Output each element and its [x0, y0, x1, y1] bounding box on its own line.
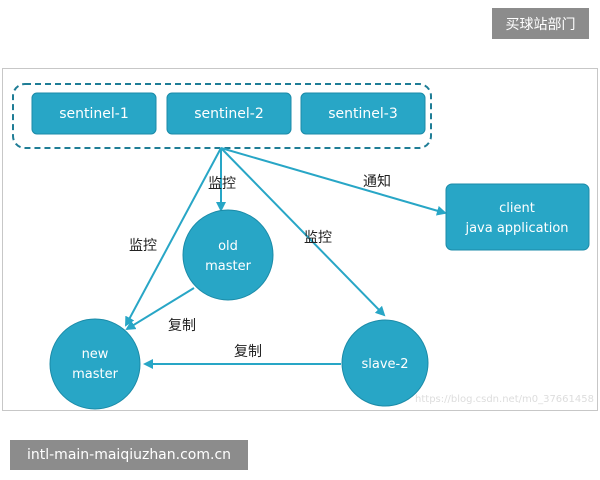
client-label-line2: java application [464, 221, 568, 236]
slave-2-node [341, 319, 429, 407]
watermark-text: https://blog.csdn.net/m0_37661458 [415, 394, 594, 405]
label-notify: 通知 [363, 173, 391, 190]
sentinel-3-box [300, 92, 426, 135]
arrow-notify-client [220, 147, 447, 216]
label-monitor-center: 监控 [208, 176, 236, 192]
new-master-node [49, 318, 141, 410]
arrow-monitor-new-master [125, 147, 222, 327]
sentinel-1-label: sentinel-1 [59, 106, 129, 122]
arrow-monitor-slave [220, 147, 386, 317]
label-monitor-left: 监控 [129, 238, 157, 254]
label-monitor-right: 监控 [304, 230, 332, 246]
sentinel-1-box [31, 92, 157, 135]
sentinel-2-box [166, 92, 292, 135]
sentinel-2-label: sentinel-2 [194, 106, 264, 122]
new-master-label-line1: new [82, 347, 109, 362]
bottom-url-badge[interactable]: intl-main-maiqiuzhan.com.cn [10, 440, 248, 470]
arrow-replicate-old-to-new [125, 287, 195, 331]
slave-2-label: slave-2 [361, 357, 408, 372]
old-master-label-line2: master [205, 259, 251, 274]
old-master-node [182, 209, 274, 301]
top-site-badge[interactable]: 买球站部门 [492, 8, 589, 39]
sentinel-3-label: sentinel-3 [328, 106, 398, 122]
label-replicate-old: 复制 [168, 317, 196, 334]
label-replicate-slave: 复制 [234, 343, 262, 360]
sentinel-group-border [12, 83, 432, 149]
client-label-line1: client [499, 201, 535, 216]
client-box [445, 183, 590, 251]
new-master-label-line2: master [72, 367, 118, 382]
old-master-label-line1: old [218, 239, 238, 254]
